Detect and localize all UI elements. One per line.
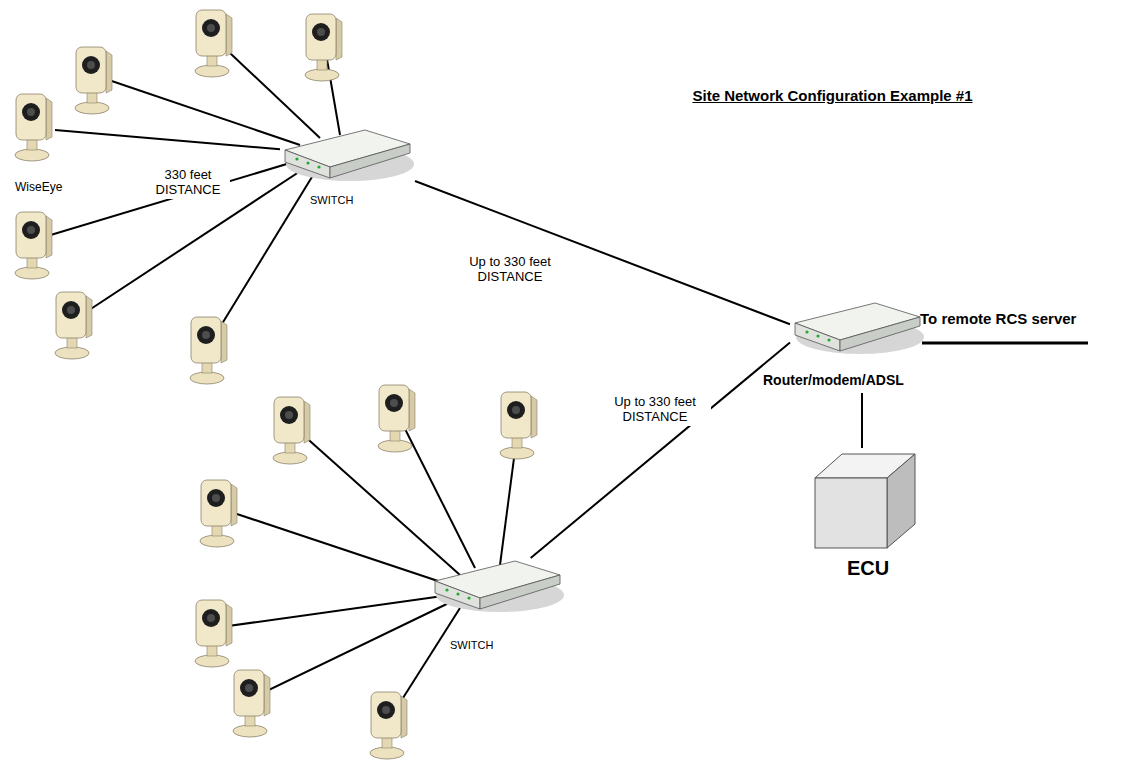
node-label: ECU [805, 556, 931, 580]
ecu-node: ECU [805, 448, 931, 584]
distance-label: Up to 330 feet DISTANCE [454, 254, 566, 286]
node-label-box: SWITCH [310, 194, 353, 207]
uplink-line [922, 342, 1088, 345]
node-label-box: ECU [805, 556, 931, 580]
node-label: WiseEye [15, 180, 62, 194]
distance-label-box: Up to 330 feet DISTANCE [599, 394, 711, 426]
router-icon [790, 300, 925, 356]
node-label-box: SWITCH [450, 639, 493, 652]
switch-icon [280, 127, 415, 183]
node-label-box: WiseEye [15, 180, 62, 194]
network-cable [415, 181, 790, 324]
distance-label-box: Up to 330 feet DISTANCE [454, 254, 566, 286]
node-label: Router/modem/ADSL [763, 372, 904, 389]
network-cable [55, 130, 280, 149]
diagram-title: Site Network Configuration Example #1 [690, 86, 975, 106]
camera-icon [10, 92, 55, 164]
title-box: Site Network Configuration Example #1 [690, 86, 975, 106]
switch-node: SWITCH [270, 122, 420, 214]
uplink-label: To remote RCS server [920, 310, 1076, 327]
node-label: SWITCH [310, 194, 353, 207]
cameras [15, 10, 537, 759]
network-cable [531, 342, 790, 558]
switch-icon [430, 558, 565, 614]
network-cable [861, 393, 863, 448]
switch-node: SWITCH [420, 553, 570, 655]
distance-label-box: 330 feet DISTANCE [146, 167, 230, 199]
distance-label: 330 feet DISTANCE [146, 167, 230, 199]
router-node: Router/modem/ADSL [755, 298, 940, 393]
label-box: To remote RCS server [920, 310, 1076, 327]
camera-node: WiseEye [5, 92, 85, 204]
camera-cables [34, 38, 519, 720]
ecu-box [807, 448, 922, 553]
distance-label: Up to 330 feet DISTANCE [599, 394, 711, 426]
node-label: SWITCH [450, 639, 493, 652]
node-label-box: Router/modem/ADSL [763, 372, 904, 389]
